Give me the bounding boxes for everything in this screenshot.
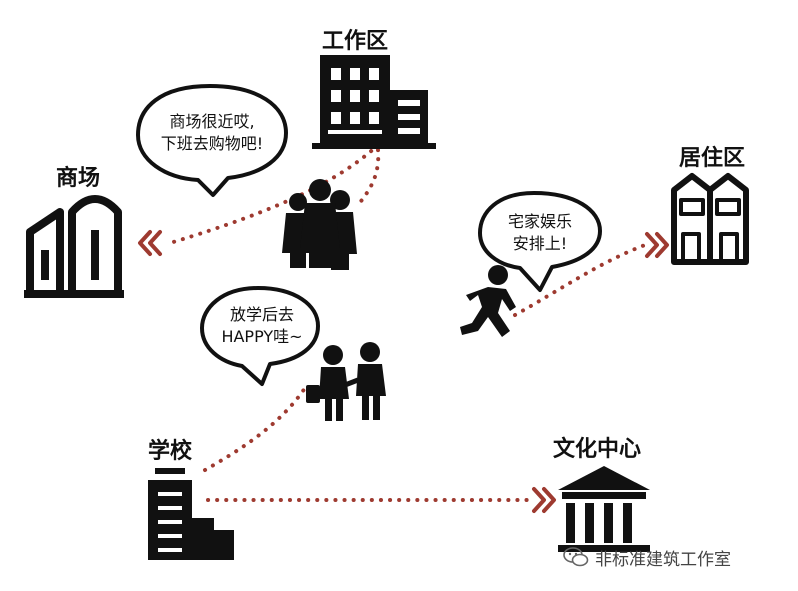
speech-home-line1: 宅家娱乐 (507, 212, 572, 231)
students-pair-icon (306, 342, 386, 421)
arrow-to-residential (645, 232, 669, 258)
speech-school-text: 放学后去 HAPPY哇~ (212, 304, 312, 348)
label-work-district: 工作区 (322, 29, 389, 54)
speech-school-line1: 放学后去 (229, 305, 294, 324)
arrow-to-culture (532, 487, 556, 513)
path-walker-to-residential (513, 243, 647, 317)
walking-person-icon (460, 265, 516, 337)
office-workers-group-icon (282, 179, 357, 270)
speech-home-line2: 安排上! (512, 234, 568, 253)
speech-school-line2: HAPPY哇~ (221, 327, 303, 346)
speech-mall-line2: 下班去购物吧! (160, 134, 264, 153)
speech-home-text: 宅家娱乐 安排上! (495, 211, 585, 255)
speech-bubble-school (200, 286, 320, 386)
school-building-icon (148, 468, 234, 560)
path-work-to-group (356, 148, 381, 207)
residential-building-icon (671, 173, 749, 265)
speech-bubble-mall (136, 84, 288, 197)
speech-bubble-home (478, 191, 602, 292)
wechat-icon (563, 547, 589, 567)
speech-mall-text: 商场很近哎, 下班去购物吧! (156, 111, 268, 155)
mall-building-icon (24, 195, 124, 298)
culture-center-icon (558, 466, 650, 552)
arrow-to-mall (138, 230, 162, 256)
speech-mall-line1: 商场很近哎, (169, 112, 255, 131)
path-school-to-pair (203, 386, 307, 472)
label-school: 学校 (148, 439, 193, 464)
label-mall: 商场 (56, 166, 101, 191)
label-residential: 居住区 (679, 146, 746, 171)
watermark-text: 非标准建筑工作室 (595, 550, 731, 570)
label-culture-center: 文化中心 (553, 437, 642, 462)
office-building-icon (312, 55, 436, 149)
